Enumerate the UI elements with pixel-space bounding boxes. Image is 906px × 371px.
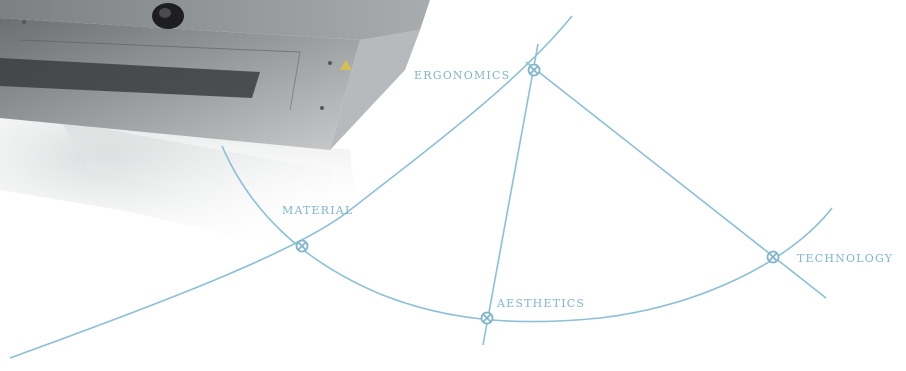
node-material-marker bbox=[295, 239, 309, 253]
node-aesthetics-marker bbox=[480, 311, 494, 325]
line-ergonomics-technology bbox=[525, 61, 827, 299]
node-label-material: MATERIAL bbox=[282, 204, 354, 217]
node-label-ergonomics: ERGONOMICS bbox=[414, 69, 511, 82]
line-ergonomics-aesthetics bbox=[482, 43, 539, 346]
node-label-technology: TECHNOLOGY bbox=[797, 252, 894, 265]
node-label-aesthetics: AESTHETICS bbox=[497, 297, 586, 310]
node-technology-marker bbox=[766, 250, 780, 264]
device-photo bbox=[0, 0, 430, 260]
node-ergonomics-marker bbox=[527, 63, 541, 77]
arc-material-ergonomics bbox=[9, 15, 573, 359]
arc-material-aesthetics-technology bbox=[221, 145, 833, 323]
node-markers bbox=[295, 63, 780, 325]
